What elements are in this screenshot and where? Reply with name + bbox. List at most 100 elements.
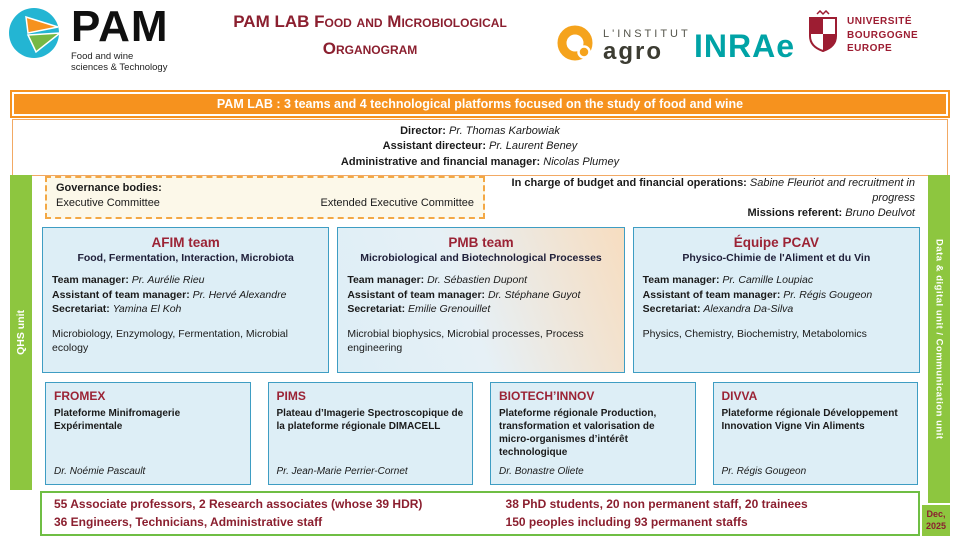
assistant-director-label: Assistant directeur: <box>382 140 486 153</box>
institut-agro-ring-icon <box>556 24 594 67</box>
headline-banner-text: PAM LAB : 3 teams and 4 technological pl… <box>14 94 946 114</box>
admin-manager-label: Administrative and financial manager: <box>340 155 541 168</box>
team-card-pmb: PMB team Microbiological and Biotechnolo… <box>337 227 625 373</box>
team-secretariat-label: Secretariat: <box>52 303 110 316</box>
team-manager-line: Team manager: Pr. Camille Loupiac <box>643 274 910 288</box>
qhs-unit-bar: QHS unit <box>10 175 32 490</box>
team-manager-label: Team manager: <box>52 274 129 287</box>
institut-agro-logo: L'institut agro <box>556 24 691 67</box>
staff-summary-left: 55 Associate professors, 2 Research asso… <box>54 496 506 531</box>
team-secretariat-name: Yamina El Koh <box>112 303 182 316</box>
platform-card-biotechinnov: BIOTECH’INNOV Plateforme régionale Produ… <box>490 382 696 485</box>
team-subtitle: Food, Fermentation, Interaction, Microbi… <box>77 251 294 264</box>
team-manager-line: Team manager: Dr. Sébastien Dupont <box>347 274 614 288</box>
assistant-director-name: Pr. Laurent Beney <box>489 140 578 153</box>
team-secretariat-label: Secretariat: <box>347 303 406 316</box>
team-secretariat-line: Secretariat: Alexandra Da-Silva <box>643 303 910 317</box>
platform-name: DIVVA <box>721 389 758 403</box>
ube-name-line1: Université <box>847 16 913 28</box>
team-manager-label: Team manager: <box>347 274 425 287</box>
budget-operations-value: Sabine Fleuriot and recruitment in progr… <box>749 177 915 204</box>
team-secretariat-name: Alexandra Da-Silva <box>703 303 794 316</box>
team-manager-line: Team manager: Pr. Aurélie Rieu <box>52 274 319 288</box>
pam-tagline-line1: Food and wine <box>71 50 134 62</box>
pam-logo-text-block: PAM Food and wine sciences & Technology <box>71 2 169 74</box>
inrae-logo: INRAe <box>694 28 796 64</box>
platform-description: Plateforme régionale Production, transfo… <box>499 407 657 458</box>
platform-description: Plateau d’Imagerie Spectroscopique de la… <box>276 407 464 432</box>
staff-summary-box: 55 Associate professors, 2 Research asso… <box>40 491 920 536</box>
ube-crest-icon <box>806 9 840 61</box>
missions-referent-label: Missions referent: <box>747 206 843 219</box>
director-label: Director: <box>400 125 446 137</box>
institut-agro-wordmark: L'institut agro <box>603 28 691 64</box>
ube-logo: Université Bourgogne Europe <box>806 9 918 61</box>
director-name: Pr. Thomas Karbowiak <box>449 125 560 137</box>
team-secretariat-label: Secretariat: <box>642 303 701 316</box>
team-card-afim: AFIM team Food, Fermentation, Interactio… <box>42 227 330 373</box>
team-assistant-label: Assistant of team manager: <box>347 288 486 301</box>
platform-name: PIMS <box>276 389 306 403</box>
team-assistant-name: Dr. Stéphane Guyot <box>487 288 581 301</box>
team-keywords: Microbiology, Enzymology, Fermentation, … <box>52 328 288 354</box>
budget-operations-line: In charge of budget and financial operat… <box>495 176 915 206</box>
director-line: Director: Pr. Thomas Karbowiak <box>13 124 947 139</box>
platform-manager: Pr. Régis Gougeon <box>721 466 807 477</box>
team-manager-name: Pr. Camille Loupiac <box>722 274 814 287</box>
team-assistant-line: Assistant of team manager: Pr. Régis Gou… <box>643 289 910 303</box>
page-title-line1: PAM LAB Food and Microbiological <box>233 12 507 31</box>
pam-logo-icon <box>8 6 64 60</box>
ube-wordmark: Université Bourgogne Europe <box>847 15 918 56</box>
governance-title: Governance bodies: <box>56 182 162 194</box>
team-assistant-name: Pr. Régis Gougeon <box>783 288 873 301</box>
headline-banner: PAM LAB : 3 teams and 4 technological pl… <box>10 90 950 118</box>
platform-card-divva: DIVVA Plateforme régionale Développement… <box>712 382 918 485</box>
team-secretariat-line: Secretariat: Emilie Grenouillet <box>347 303 614 317</box>
assistant-director-line: Assistant directeur: Pr. Laurent Beney <box>13 139 947 154</box>
platform-manager: Dr. Bonastre Oliete <box>499 466 584 477</box>
data-digital-communication-bar: Data & digital unit / Communication unit <box>928 175 950 503</box>
page-title-line2: Organogram <box>322 39 418 59</box>
team-assistant-line: Assistant of team manager: Dr. Stéphane … <box>347 289 614 303</box>
budget-info: In charge of budget and financial operat… <box>495 176 915 221</box>
team-keywords: Physics, Chemistry, Biochemistry, Metabo… <box>642 328 867 341</box>
platform-description: Plateforme Minifromagerie Expérimentale <box>54 407 181 432</box>
pam-tagline-line2: sciences & Technology <box>71 62 168 74</box>
ube-name-line2: Bourgogne <box>847 29 919 41</box>
teams-row: AFIM team Food, Fermentation, Interactio… <box>42 227 920 373</box>
platform-card-fromex: FROMEX Plateforme Minifromagerie Expérim… <box>45 382 251 485</box>
platform-card-pims: PIMS Plateau d’Imagerie Spectroscopique … <box>267 382 473 485</box>
team-secretariat-name: Emilie Grenouillet <box>408 303 491 316</box>
pam-logo: PAM Food and wine sciences & Technology <box>8 2 169 74</box>
direction-box: Director: Pr. Thomas Karbowiak Assistant… <box>12 119 948 177</box>
date-month: Dec, <box>926 509 946 520</box>
team-secretariat-line: Secretariat: Yamina El Koh <box>52 303 319 317</box>
page-title: PAM LAB Food and Microbiological Organog… <box>195 8 545 62</box>
team-name: PMB team <box>448 235 514 250</box>
team-subtitle: Physico-Chimie de l'Aliment et du Vin <box>682 251 871 264</box>
platform-description: Plateforme régionale Développement Innov… <box>721 407 898 432</box>
extended-executive-committee-label: Extended Executive Committee <box>320 197 474 209</box>
team-name: AFIM team <box>151 235 220 250</box>
platform-name: BIOTECH’INNOV <box>499 389 595 403</box>
admin-manager-line: Administrative and financial manager: Ni… <box>13 155 947 170</box>
date-badge: Dec, 2025 <box>922 505 950 536</box>
team-assistant-line: Assistant of team manager: Pr. Hervé Ale… <box>52 289 319 303</box>
team-manager-name: Dr. Sébastien Dupont <box>427 274 528 287</box>
staff-line-phd: 38 PhD students, 20 non permanent staff,… <box>505 497 808 512</box>
team-keywords: Microbial biophysics, Microbial processe… <box>347 328 584 354</box>
platform-name: FROMEX <box>54 389 106 403</box>
qhs-unit-label: QHS unit <box>15 310 27 355</box>
data-digital-communication-label: Data & digital unit / Communication unit <box>933 238 945 440</box>
platform-manager: Dr. Noémie Pascault <box>54 466 146 477</box>
budget-operations-label: In charge of budget and financial operat… <box>511 177 747 189</box>
institut-agro-name-top: L'institut <box>603 27 691 40</box>
pam-logo-wordmark: PAM <box>71 2 169 51</box>
missions-referent-value: Bruno Deulvot <box>845 206 915 219</box>
pam-logo-tagline: Food and wine sciences & Technology <box>71 51 169 74</box>
team-subtitle: Microbiological and Biotechnological Pro… <box>360 251 602 264</box>
governance-committees: Executive Committee Extended Executive C… <box>56 197 474 209</box>
staff-line-engineers: 36 Engineers, Technicians, Administrativ… <box>54 514 323 529</box>
team-assistant-label: Assistant of team manager: <box>52 288 190 301</box>
